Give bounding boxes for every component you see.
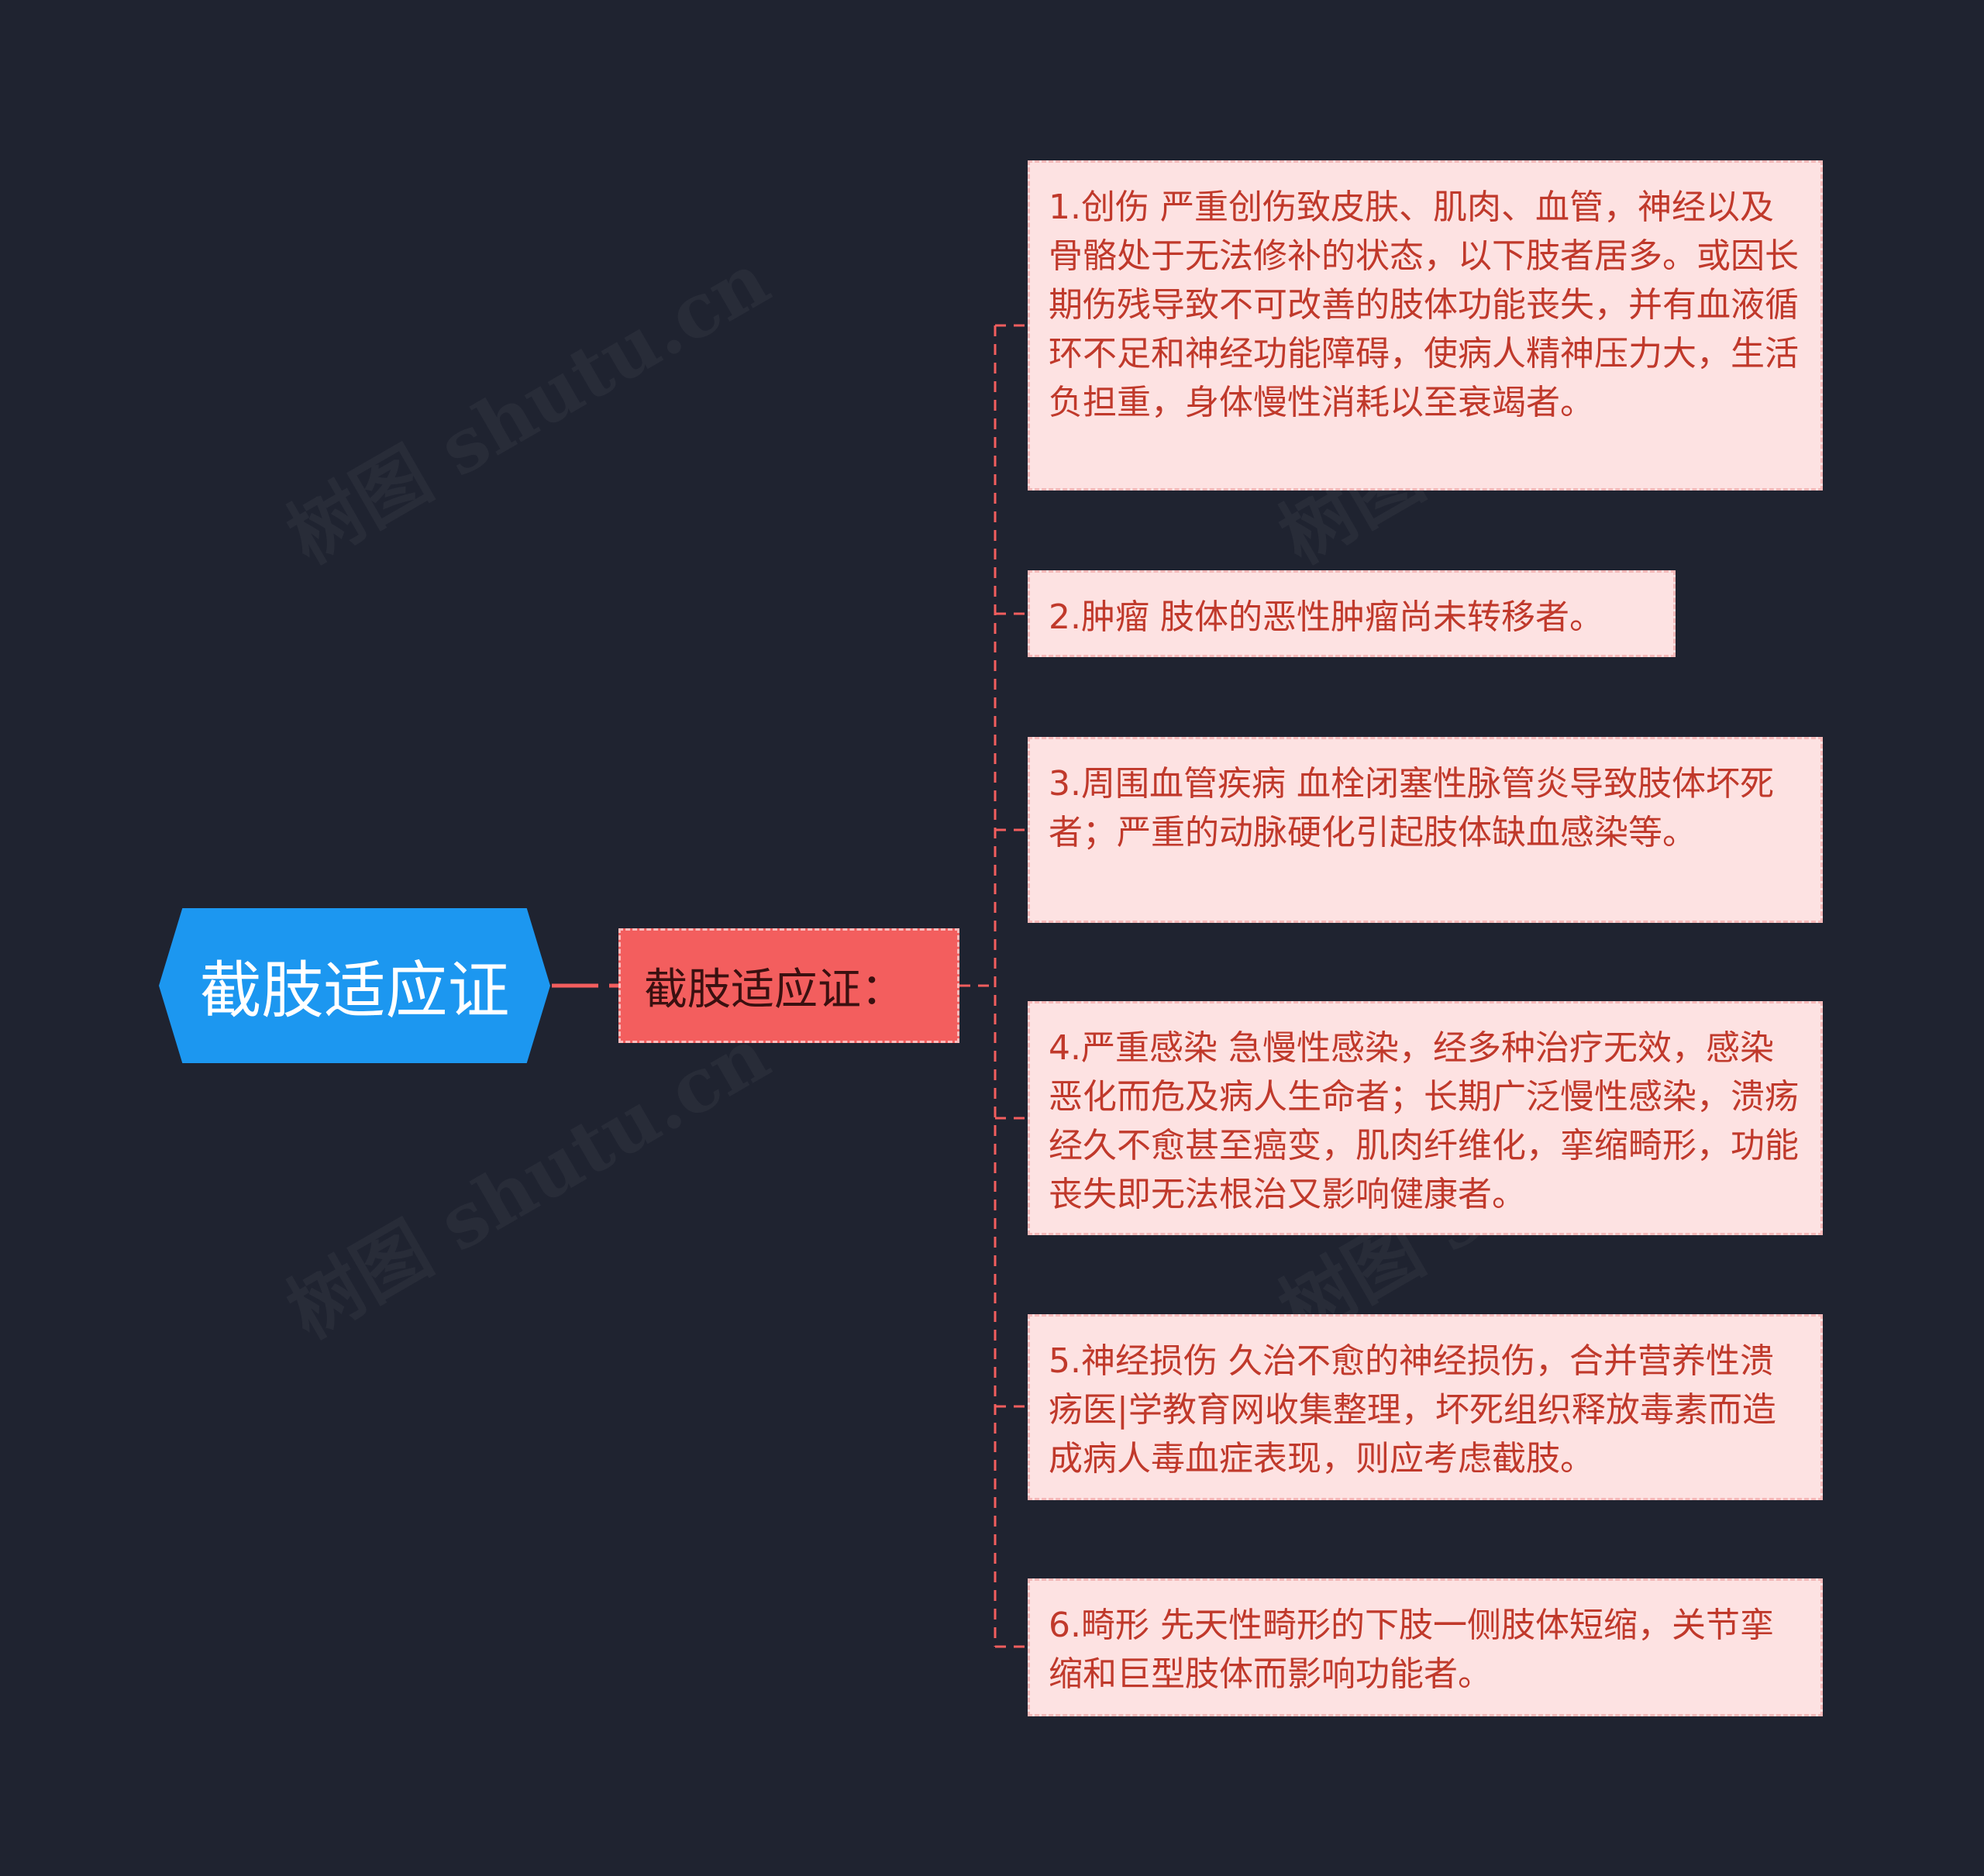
sub-node-label: 截肢适应证： xyxy=(644,964,904,1015)
leaf-node-6[interactable]: 6.畸形 先天性畸形的下肢一侧肢体短缩，关节挛缩和巨型肢体而影响功能者。 xyxy=(1028,1578,1823,1716)
leaf-node-text: 3.周围血管疾病 血栓闭塞性脉管炎导致肢体坏死者；严重的动脉硬化引起肢体缺血感染… xyxy=(1049,764,1774,852)
leaf-node-text: 1.创伤 严重创伤致皮肤、肌肉、血管，神经以及骨骼处于无法修补的状态，以下肢者居… xyxy=(1049,188,1799,422)
leaf-node-text: 6.畸形 先天性畸形的下肢一侧肢体短缩，关节挛缩和巨型肢体而影响功能者。 xyxy=(1049,1606,1774,1694)
leaf-node-text: 4.严重感染 急慢性感染，经多种治疗无效，感染恶化而危及病人生命者；长期广泛慢性… xyxy=(1049,1028,1799,1214)
leaf-node-text: 2.肿瘤 肢体的恶性肿瘤尚未转移者。 xyxy=(1049,597,1603,637)
sub-node[interactable]: 截肢适应证： xyxy=(618,928,959,1043)
leaf-node-2[interactable]: 2.肿瘤 肢体的恶性肿瘤尚未转移者。 xyxy=(1028,570,1676,657)
root-node-label: 截肢适应证 xyxy=(199,955,510,1027)
leaf-node-4[interactable]: 4.严重感染 急慢性感染，经多种治疗无效，感染恶化而危及病人生命者；长期广泛慢性… xyxy=(1028,1001,1823,1235)
leaf-node-text: 5.神经损伤 久治不愈的神经损伤，合并营养性溃疡医|学教育网收集整理，坏死组织释… xyxy=(1049,1341,1776,1478)
leaf-node-1[interactable]: 1.创伤 严重创伤致皮肤、肌肉、血管，神经以及骨骼处于无法修补的状态，以下肢者居… xyxy=(1028,160,1823,491)
leaf-node-3[interactable]: 3.周围血管疾病 血栓闭塞性脉管炎导致肢体坏死者；严重的动脉硬化引起肢体缺血感染… xyxy=(1028,737,1823,923)
root-node[interactable]: 截肢适应证 xyxy=(159,908,550,1063)
leaf-node-5[interactable]: 5.神经损伤 久治不愈的神经损伤，合并营养性溃疡医|学教育网收集整理，坏死组织释… xyxy=(1028,1314,1823,1500)
